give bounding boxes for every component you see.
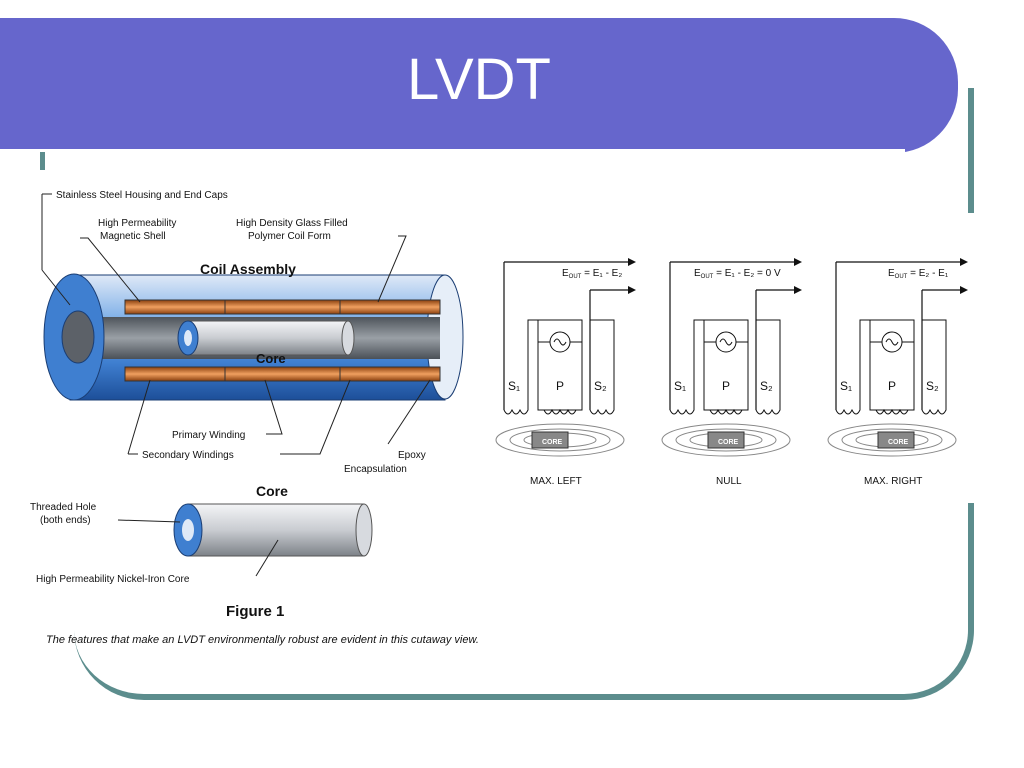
label-housing: Stainless Steel Housing and End Caps — [56, 190, 228, 201]
label-primary-winding: Primary Winding — [172, 430, 245, 441]
s1-label: S₁ — [508, 379, 520, 393]
eout-label: EOUT = E₂ - E₁ — [888, 268, 949, 280]
slide-title: LVDT — [407, 47, 551, 112]
eout-label: EOUT = E₁ - E₂ — [562, 268, 622, 280]
label-coil-assembly: Coil Assembly — [200, 261, 296, 277]
title-underline — [0, 149, 905, 155]
label-threaded-1: Threaded Hole — [30, 502, 97, 513]
core-label: CORE — [888, 439, 909, 446]
p-label: P — [888, 379, 896, 393]
frame-bottom-curve — [74, 560, 974, 700]
core-label: CORE — [718, 439, 739, 446]
label-shell-1: High Permeability — [98, 218, 176, 229]
s2-label: S₂ — [594, 379, 607, 393]
winding-bottom — [124, 366, 441, 382]
panel-max-left: CORE EOUT = E₁ - E₂ S₁ P S₂ MAX. LEFT — [495, 257, 637, 487]
title-banner: LVDT — [0, 18, 958, 155]
label-threaded-2: (both ends) — [40, 515, 91, 526]
core-in-bore — [187, 320, 349, 356]
s2-label: S₂ — [760, 379, 773, 393]
position-label: MAX. RIGHT — [864, 476, 922, 487]
p-label: P — [722, 379, 730, 393]
frame-right-top — [968, 88, 974, 213]
label-nickel-iron: High Permeability Nickel-Iron Core — [36, 574, 190, 585]
s1-label: S₁ — [840, 379, 852, 393]
eout-label: EOUT = E₁ - E₂ = 0 V — [694, 268, 781, 280]
label-shell-2: Magnetic Shell — [100, 231, 166, 242]
label-core-heading: Core — [256, 483, 288, 499]
core-block — [531, 431, 569, 449]
core-rod — [187, 503, 365, 557]
p-label: P — [556, 379, 564, 393]
label-coilform-2: Polymer Coil Form — [248, 231, 331, 242]
core-label: CORE — [542, 439, 563, 446]
figure-caption: The features that make an LVDT environme… — [46, 634, 479, 646]
panel-null: CORE EOUT = E₁ - E₂ = 0 V S₁ P S₂ NULL — [661, 257, 803, 487]
label-secondary-windings: Secondary Windings — [142, 450, 234, 461]
lvdt-cutaway-diagram: Core Stainless Steel Housing and End Cap… — [30, 190, 464, 620]
panel-max-right: CORE EOUT = E₂ - E₁ S₁ P S₂ MAX. RIGHT — [827, 257, 969, 487]
label-epoxy-2: Encapsulation — [344, 464, 407, 475]
position-label: MAX. LEFT — [530, 476, 582, 487]
winding-top — [124, 299, 441, 315]
frame-left-tick — [40, 152, 45, 170]
position-label: NULL — [716, 476, 742, 487]
lvdt-position-diagrams: CORE EOUT = E₁ - E₂ S₁ P S₂ MAX. LEFT CO… — [495, 257, 969, 487]
figure-label: Figure 1 — [226, 603, 284, 620]
core-inner-label: Core — [256, 351, 286, 366]
label-coilform-1: High Density Glass Filled — [236, 218, 348, 229]
label-epoxy-1: Epoxy — [398, 450, 426, 461]
core-block — [707, 431, 745, 449]
core-block — [877, 431, 915, 449]
s2-label: S₂ — [926, 379, 939, 393]
s1-label: S₁ — [674, 379, 686, 393]
